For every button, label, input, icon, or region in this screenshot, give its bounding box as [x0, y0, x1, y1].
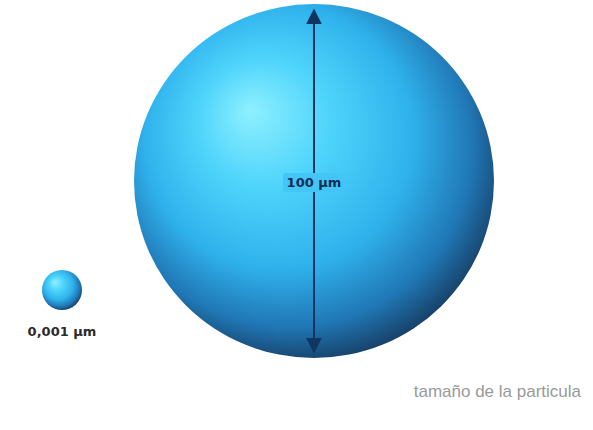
- caption: tamaño de la particula: [414, 382, 581, 402]
- large-particle: 100 µm: [134, 4, 494, 358]
- sphere-outline: [42, 270, 82, 310]
- small-particle: 0,001 µm: [12, 270, 112, 350]
- dimension-label: 100 µm: [283, 173, 346, 192]
- dimension-line: [313, 10, 315, 352]
- sphere: [42, 270, 82, 310]
- sphere: [134, 4, 494, 358]
- size-label: 0,001 µm: [12, 324, 112, 339]
